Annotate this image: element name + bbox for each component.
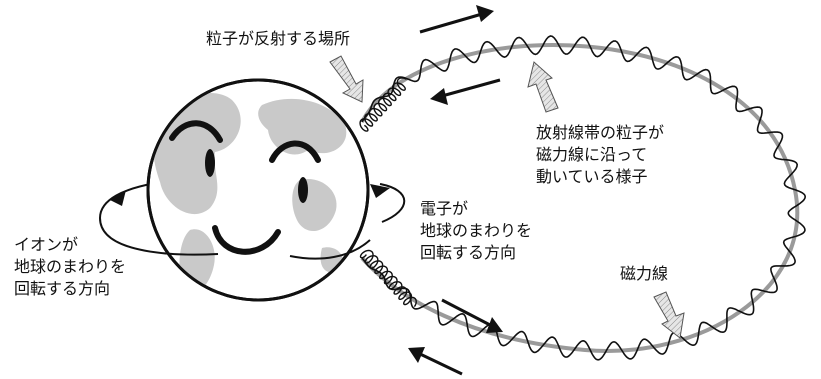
pointer-arrow-belt <box>527 61 559 113</box>
label-ion-line-3: 回転する方向 <box>14 279 110 298</box>
reflection-coil-bottom <box>359 249 417 307</box>
label-electron-line-2: 地球のまわりを <box>420 221 532 240</box>
label-ion-line-2: 地球のまわりを <box>14 257 126 276</box>
direction-arrow-top-left <box>430 78 501 105</box>
electron-orbit-front <box>289 239 371 260</box>
direction-arrow-bottom-right <box>441 298 503 333</box>
label-ion-line-1: イオンが <box>14 235 78 254</box>
earth-land <box>153 92 347 294</box>
right-eye <box>298 177 308 203</box>
left-eye <box>205 149 215 177</box>
earth <box>146 78 370 302</box>
direction-arrow-top-right <box>419 5 494 34</box>
label-ion-direction: イオンが 地球のまわりを 回転する方向 <box>14 235 131 298</box>
electron-orbit-arrowhead <box>370 184 390 198</box>
label-belt-particles-line-3: 動いている様子 <box>536 167 648 186</box>
label-belt-particles-line-2: 磁力線に沿って <box>536 145 647 164</box>
label-electron-line-3: 回転する方向 <box>420 243 516 262</box>
label-belt-particles: 放射線帯の粒子が 磁力線に沿って 動いている様子 <box>536 123 669 186</box>
right-eyebrow <box>269 140 321 163</box>
smile <box>212 225 281 255</box>
label-reflection-point: 粒子が反射する場所 <box>206 29 350 48</box>
magnetic-field-line <box>360 43 800 353</box>
label-electron-direction: 電子が 地球のまわりを 回転する方向 <box>420 199 537 262</box>
left-eyebrow <box>169 120 223 143</box>
electron-orbit-back <box>379 183 406 223</box>
label-electron-line-1: 電子が <box>420 199 468 218</box>
reflection-coil-top <box>359 77 407 132</box>
earth-face <box>169 120 321 255</box>
ion-orbit-front <box>99 217 219 256</box>
label-field-line: 磁力線 <box>620 264 668 283</box>
direction-arrow-bottom-left <box>408 347 463 376</box>
particle-wavy-path <box>361 35 807 361</box>
ion-orbit-arrowhead <box>110 190 126 206</box>
pointer-arrow-reflection <box>329 55 364 103</box>
label-belt-particles-line-1: 放射線帯の粒子が <box>536 123 664 142</box>
pointer-arrow-field-line <box>653 291 685 339</box>
